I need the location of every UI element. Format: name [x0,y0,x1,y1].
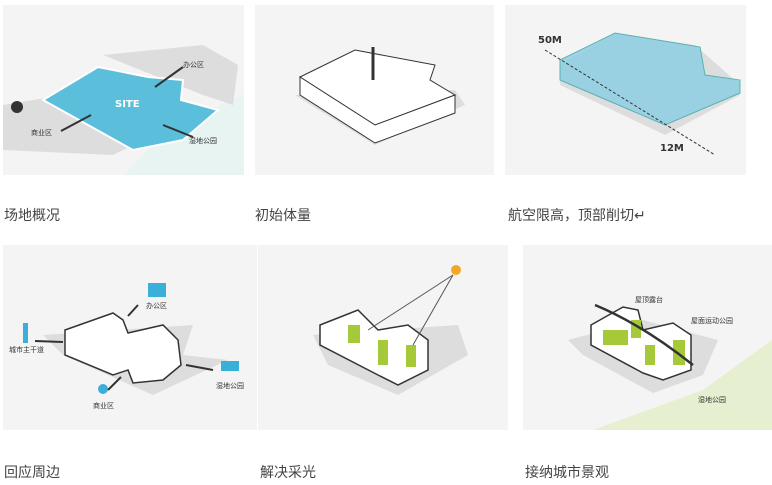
pedestrian-icon [98,384,108,394]
caption: 航空限高，顶部削切↵ [508,208,646,224]
road-label: 城市主干道 [9,345,44,354]
commercial-label: 商业区 [31,128,52,137]
roof-park-label: 屋面运动公园 [691,316,733,325]
caption: 接纳城市景观 [525,465,609,481]
office-label: 办公区 [183,60,204,69]
panel-daylighting [258,245,508,430]
panel-site-overview: SITE 办公区 商业区 湿地公园 [3,5,244,175]
view-arrow-icon [594,303,694,366]
caption: 回应周边 [4,465,60,481]
roof-terrace-label: 屋顶露台 [635,295,663,304]
panel-city-landscape: 屋顶露台 屋面运动公园 湿地公园 [523,245,772,430]
caption: 场地概况 [4,208,60,224]
arrow-icon [60,114,92,132]
height-50m-label: 50M [538,35,562,46]
wetland-label: 湿地公园 [698,395,726,404]
caption: 解决采光 [260,465,316,481]
site-label: SITE [115,99,140,110]
office-label: 办公区 [146,301,167,310]
panel-height-limit: 50M 12M [505,5,746,175]
commercial-label: 商业区 [93,401,114,410]
arrow-icon [162,124,194,138]
panel-respond-surroundings: 办公区 城市主干道 商业区 湿地公园 [3,245,257,430]
road-icon [23,323,28,343]
panel-initial-mass [255,5,494,175]
park-icon [221,361,239,371]
wetland-label: 湿地公园 [189,136,217,145]
caption: 初始体量 [255,208,311,224]
office-buildings-icon [148,283,166,297]
arrow-icon [154,66,184,88]
wetland-label: 湿地公园 [216,381,244,390]
metro-icon [11,101,23,113]
sun-icon [451,265,461,275]
height-12m-label: 12M [660,143,684,154]
